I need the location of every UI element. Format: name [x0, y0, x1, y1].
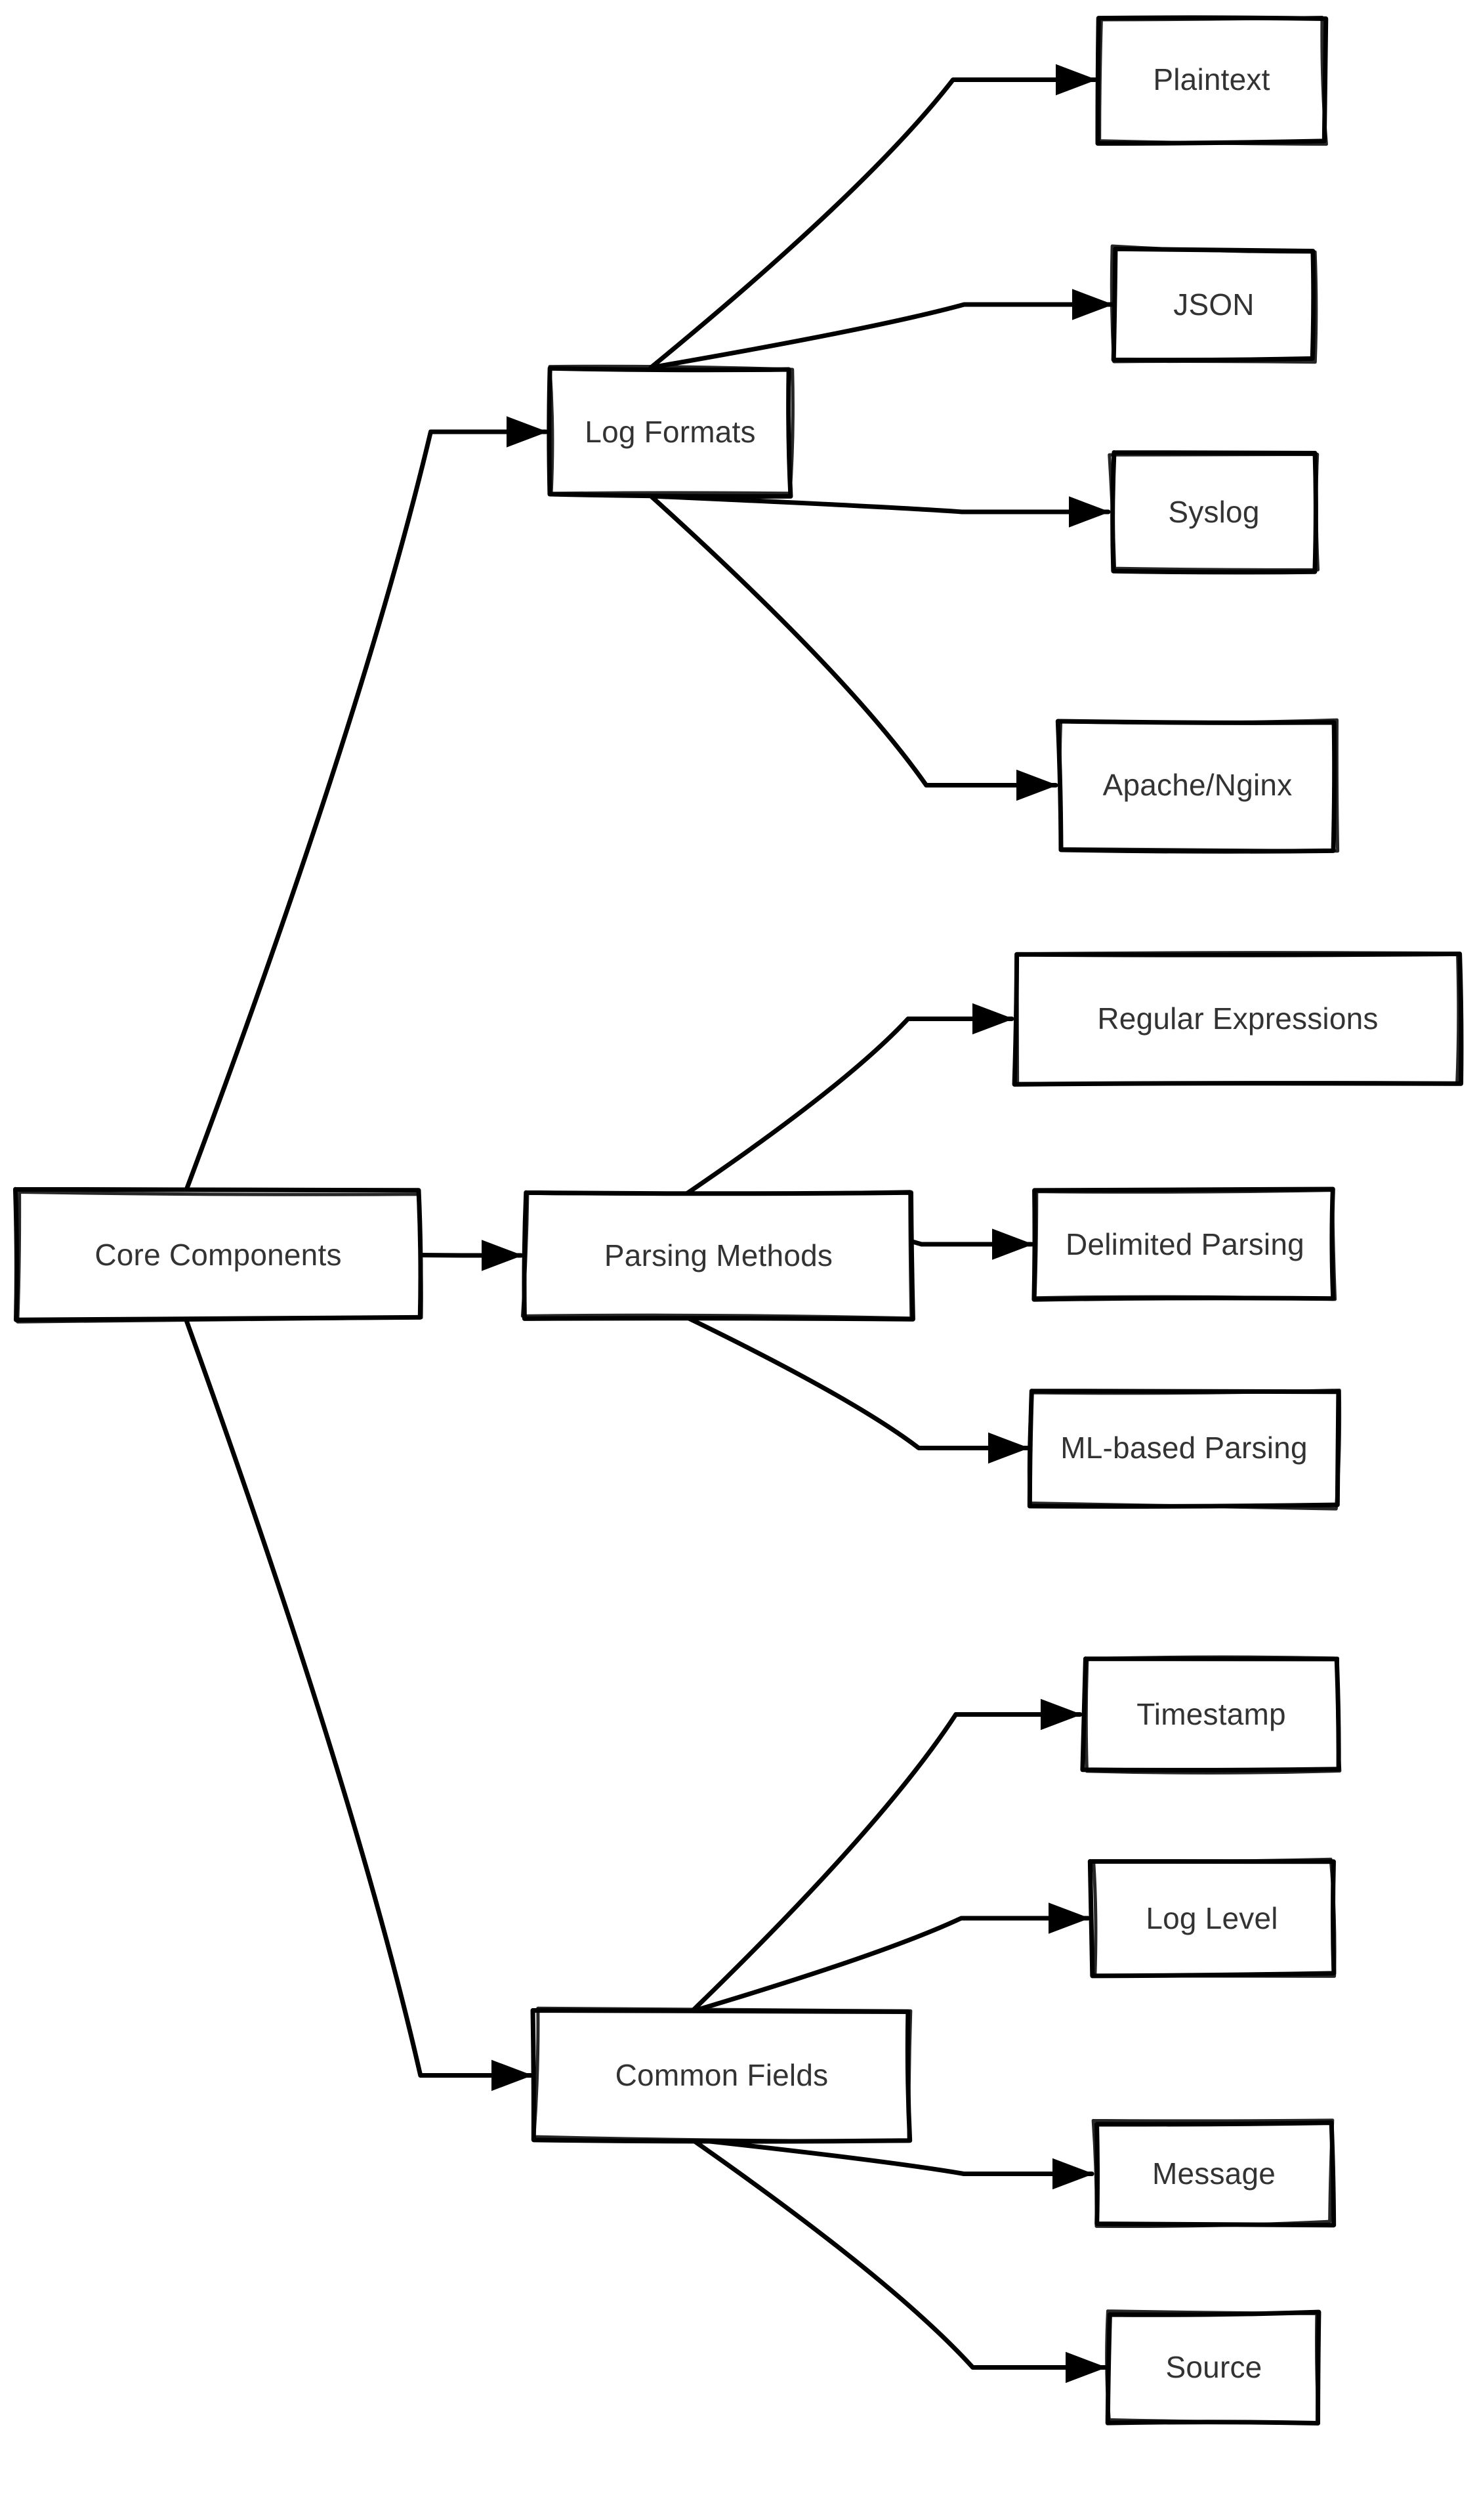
node-border-stroke — [1098, 16, 1328, 146]
node-box[interactable] — [1031, 1186, 1337, 1302]
node-box[interactable] — [1012, 951, 1464, 1087]
node-border-stroke — [1033, 1188, 1337, 1301]
node-box[interactable] — [530, 2006, 913, 2144]
node-border-stroke — [547, 366, 793, 499]
edge-connector — [648, 64, 1098, 370]
edge-connector — [648, 289, 1114, 370]
node-box[interactable] — [1105, 2309, 1321, 2426]
node-border-stroke — [16, 1190, 423, 1324]
node-border-stroke — [1015, 951, 1461, 1086]
node-fill — [550, 368, 791, 496]
edge-connector — [417, 1240, 524, 1271]
node-box[interactable] — [12, 1186, 423, 1324]
node-fill — [1109, 2313, 1319, 2422]
node-box[interactable] — [1108, 450, 1320, 575]
edge-connector — [689, 2137, 1094, 2190]
edge-connector — [685, 1003, 1014, 1196]
node-box[interactable] — [1091, 2118, 1337, 2229]
node-fill — [1031, 1390, 1337, 1506]
node-border-stroke — [520, 1190, 913, 1320]
edge-connector — [685, 1315, 1030, 1464]
node-fill — [1016, 955, 1460, 1083]
node-border-stroke — [548, 364, 795, 495]
node-box[interactable] — [1080, 1655, 1342, 1774]
edge-connector — [648, 494, 1111, 528]
node-box[interactable] — [1095, 15, 1329, 146]
node-box[interactable] — [1087, 1857, 1337, 1979]
node-fill — [1084, 1659, 1339, 1770]
node-box[interactable] — [1055, 718, 1340, 854]
edge-connector — [183, 1316, 533, 2091]
node-border-stroke — [1108, 452, 1320, 572]
node-fill — [1099, 18, 1324, 142]
node-fill — [525, 1193, 912, 1318]
node-fill — [1112, 453, 1316, 571]
node-border-stroke — [1012, 952, 1464, 1087]
node-fill — [1096, 2123, 1332, 2225]
node-border-stroke — [1092, 1857, 1337, 1978]
node-border-stroke — [1084, 1655, 1342, 1774]
node-box[interactable] — [1027, 1388, 1342, 1511]
node-border-stroke — [1110, 244, 1318, 364]
node-box[interactable] — [520, 1190, 915, 1322]
node-border-stroke — [532, 2006, 913, 2143]
edge-layer — [183, 64, 1114, 2384]
node-border-stroke — [1091, 2118, 1335, 2229]
node-fill — [535, 2011, 909, 2139]
node-fill — [16, 1191, 420, 1319]
node-border-stroke — [1105, 2309, 1321, 2426]
edge-connector — [689, 1698, 1083, 2014]
node-border-stroke — [1058, 718, 1340, 853]
edge-connector — [689, 1902, 1091, 2014]
node-box[interactable] — [1110, 244, 1318, 364]
node-layer — [12, 15, 1464, 2426]
node-fill — [1115, 249, 1312, 360]
node-border-stroke — [1027, 1388, 1342, 1511]
edge-connector — [648, 494, 1058, 801]
node-fill — [1060, 721, 1335, 850]
node-box[interactable] — [547, 364, 795, 499]
node-fill — [1092, 1862, 1332, 1974]
edge-connector — [689, 2137, 1108, 2384]
node-fill — [1035, 1189, 1335, 1299]
edge-connector — [183, 416, 549, 1194]
